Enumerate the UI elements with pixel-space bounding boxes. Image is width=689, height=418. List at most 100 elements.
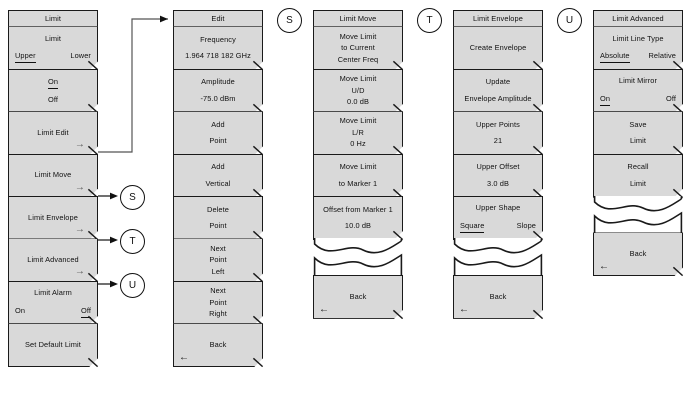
softkey-body: Set Default Limit xyxy=(8,323,98,367)
softkey-line: U/D xyxy=(351,85,365,95)
submenu-arrow-icon: → xyxy=(74,139,85,151)
softkey-limit-envelope-6[interactable]: Back ← xyxy=(453,275,544,320)
softkey-option-off[interactable]: Off xyxy=(81,306,91,318)
menu-title-text: Limit xyxy=(44,13,62,23)
softkey-line: Limit Advanced xyxy=(27,255,79,265)
softkey-option-on[interactable]: On xyxy=(600,94,610,106)
softkey-line: Amplitude xyxy=(201,77,235,87)
softkey-option-lower[interactable]: Lower xyxy=(70,51,91,61)
softkey-option-slope[interactable]: Slope xyxy=(516,220,536,230)
menu-title-text: Limit Advanced xyxy=(612,13,664,23)
softkey-line: Offset from Marker 1 xyxy=(323,204,393,214)
softkey-line: Move Limit xyxy=(339,162,377,172)
softkey-line: to Marker 1 xyxy=(338,178,378,188)
softkey-option-off[interactable]: Off xyxy=(47,94,59,104)
softkey-option-square[interactable]: Square xyxy=(460,221,484,233)
softkey-body: Amplitude-75.0 dBm xyxy=(173,69,263,113)
softkey-option-off[interactable]: Off xyxy=(665,93,676,103)
softkey-limit-4[interactable]: Limit Envelope→ xyxy=(8,196,99,241)
softkey-option-absolute[interactable]: Absolute xyxy=(600,51,630,63)
submenu-arrow-icon: → xyxy=(74,224,85,236)
softkey-limit-5[interactable]: Limit Advanced→ xyxy=(8,238,99,283)
softkey-line: Limit xyxy=(629,136,647,146)
softkey-line: Vertical xyxy=(205,178,231,188)
softkey-line: Frequency xyxy=(200,34,236,44)
softkey-title: Limit Line Type xyxy=(612,33,664,43)
softkey-limit-advanced-5[interactable]: Back← xyxy=(593,232,684,277)
softkey-line: Upper Offset xyxy=(476,162,520,172)
softkey-line: Recall xyxy=(627,162,649,172)
softkey-body: Limit Edit→ xyxy=(8,111,98,155)
softkey-limit-7[interactable]: Set Default Limit xyxy=(8,323,99,368)
softkey-option-upper[interactable]: Upper xyxy=(15,51,36,63)
softkey-limit-envelope-2[interactable]: Upper Points 21 xyxy=(453,111,544,156)
softkey-line: 0 Hz xyxy=(350,139,366,149)
menu-title-text: Limit Envelope xyxy=(473,13,523,23)
softkey-limit-3[interactable]: Limit Move→ xyxy=(8,154,99,198)
softkey-line: Left xyxy=(211,266,225,276)
softkey-limit-2[interactable]: Limit Edit→ xyxy=(8,111,99,156)
back-arrow-icon: ← xyxy=(459,303,470,315)
menu-break-wave xyxy=(313,238,403,277)
softkey-option-on[interactable]: On xyxy=(48,77,58,89)
softkey-line: Back xyxy=(349,291,367,301)
softkey-line: Point xyxy=(209,136,227,146)
softkey-line: Center Freq xyxy=(337,54,379,64)
softkey-body: Back← xyxy=(593,232,683,276)
softkey-limit-envelope-0[interactable]: Create Envelope xyxy=(453,26,544,71)
softkey-option-relative[interactable]: Relative xyxy=(648,51,676,61)
softkey-line: Save xyxy=(629,119,647,129)
softkey-line: 21 xyxy=(493,136,503,146)
softkey-line: Update xyxy=(485,77,511,87)
softkey-line: Back xyxy=(489,291,507,301)
softkey-body: Upper Points 21 xyxy=(453,111,543,155)
softkey-limit-move-6[interactable]: Back← xyxy=(313,275,404,320)
softkey-edit-7[interactable]: Back← xyxy=(173,323,264,368)
menu-break-wave xyxy=(593,196,683,235)
softkey-menu-title-edit: Edit xyxy=(173,10,263,28)
connector-token-s-head: S xyxy=(277,8,302,33)
softkey-limit-move-3[interactable]: Move Limit to Marker 1 xyxy=(313,154,404,198)
softkey-title: Limit Alarm xyxy=(34,288,72,298)
submenu-arrow-icon: → xyxy=(74,266,85,278)
menu-title-text: Edit xyxy=(211,13,225,23)
softkey-option-on[interactable]: On xyxy=(15,305,26,315)
softkey-edit-1[interactable]: Amplitude-75.0 dBm xyxy=(173,69,264,113)
softkey-line: Upper Points xyxy=(476,119,520,129)
